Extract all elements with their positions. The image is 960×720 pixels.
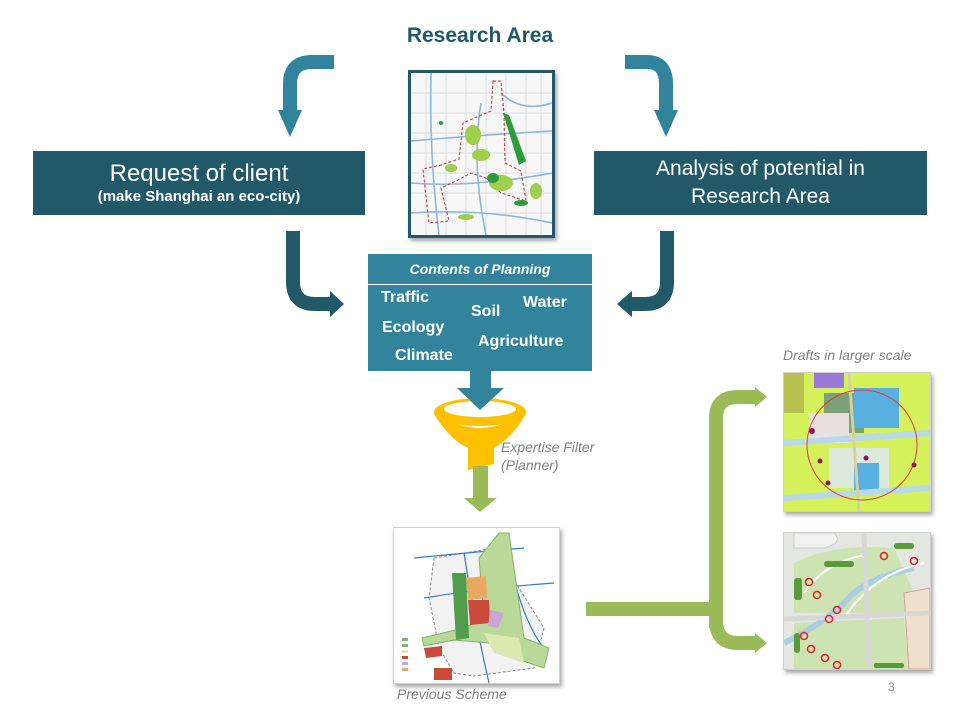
- research-area-map-image: [410, 72, 553, 236]
- filter-caption-line-2: (Planner): [501, 457, 559, 473]
- arrow-down-right-icon: [625, 55, 678, 137]
- previous-scheme-map: [393, 527, 560, 684]
- contents-header: Contents of Planning: [368, 254, 592, 285]
- draft-map-park: [782, 532, 931, 670]
- analysis-of-potential-box: Analysis of potential in Research Area: [594, 151, 927, 215]
- arrow-left-icon: [617, 231, 674, 317]
- arrow-right-icon: [286, 231, 344, 317]
- draft-urban-image: [783, 372, 931, 512]
- analysis-line-2: Research Area: [691, 185, 830, 208]
- contents-of-planning-box: Contents of Planning Traffic Soil Water …: [368, 254, 592, 371]
- research-area-map: [408, 70, 555, 238]
- slide-title: Research Area: [406, 24, 554, 47]
- topic-water: Water: [523, 294, 567, 311]
- request-of-client-box: Request of client (make Shanghai an eco-…: [33, 151, 365, 215]
- page-number: 3: [888, 680, 895, 694]
- request-subtitle: (make Shanghai an eco-city): [97, 188, 301, 205]
- filter-caption-line-1: Expertise Filter: [501, 439, 595, 455]
- topic-soil: Soil: [471, 303, 501, 320]
- topic-agriculture: Agriculture: [478, 333, 564, 350]
- arrow-down-left-icon: [278, 55, 334, 137]
- analysis-line-1: Analysis of potential in: [656, 157, 865, 180]
- topic-traffic: Traffic: [381, 289, 430, 306]
- previous-scheme-caption: Previous Scheme: [397, 686, 507, 702]
- request-title: Request of client: [109, 160, 289, 187]
- draft-park-image: [782, 532, 931, 670]
- arrow-into-filter-icon: [457, 371, 504, 410]
- topic-climate: Climate: [395, 347, 453, 364]
- arrow-out-of-filter-icon: [464, 466, 497, 512]
- branch-arrow-icon: [586, 387, 767, 653]
- funnel-icon: [434, 398, 526, 470]
- expertise-filter-caption: Expertise Filter (Planner): [501, 438, 594, 474]
- drafts-caption: Drafts in larger scale: [783, 347, 912, 363]
- draft-map-urban: [783, 372, 931, 512]
- topic-ecology: Ecology: [382, 319, 445, 336]
- previous-scheme-image: [394, 528, 559, 684]
